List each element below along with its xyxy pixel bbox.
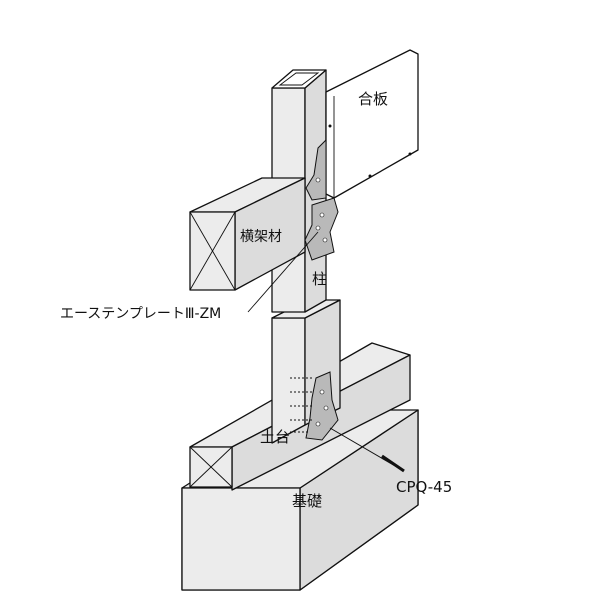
label-anchor: CPQ-45	[396, 478, 453, 496]
label-plywood: 合板	[358, 90, 389, 108]
plate-leader-line	[247, 231, 319, 313]
label-sill: 土台	[260, 428, 291, 446]
beam	[189, 177, 306, 291]
ace-temp-plate-lower	[290, 371, 339, 441]
ace-temp-plate-upper	[304, 138, 339, 261]
anchor-bolt	[329, 427, 405, 473]
label-foundation: 基礎	[292, 492, 323, 510]
label-beam: 横架材	[240, 229, 282, 245]
label-plate: エーステンプレートⅢ-ZM	[60, 306, 222, 322]
plywood-panel	[325, 49, 419, 199]
label-post: 柱	[312, 270, 328, 288]
